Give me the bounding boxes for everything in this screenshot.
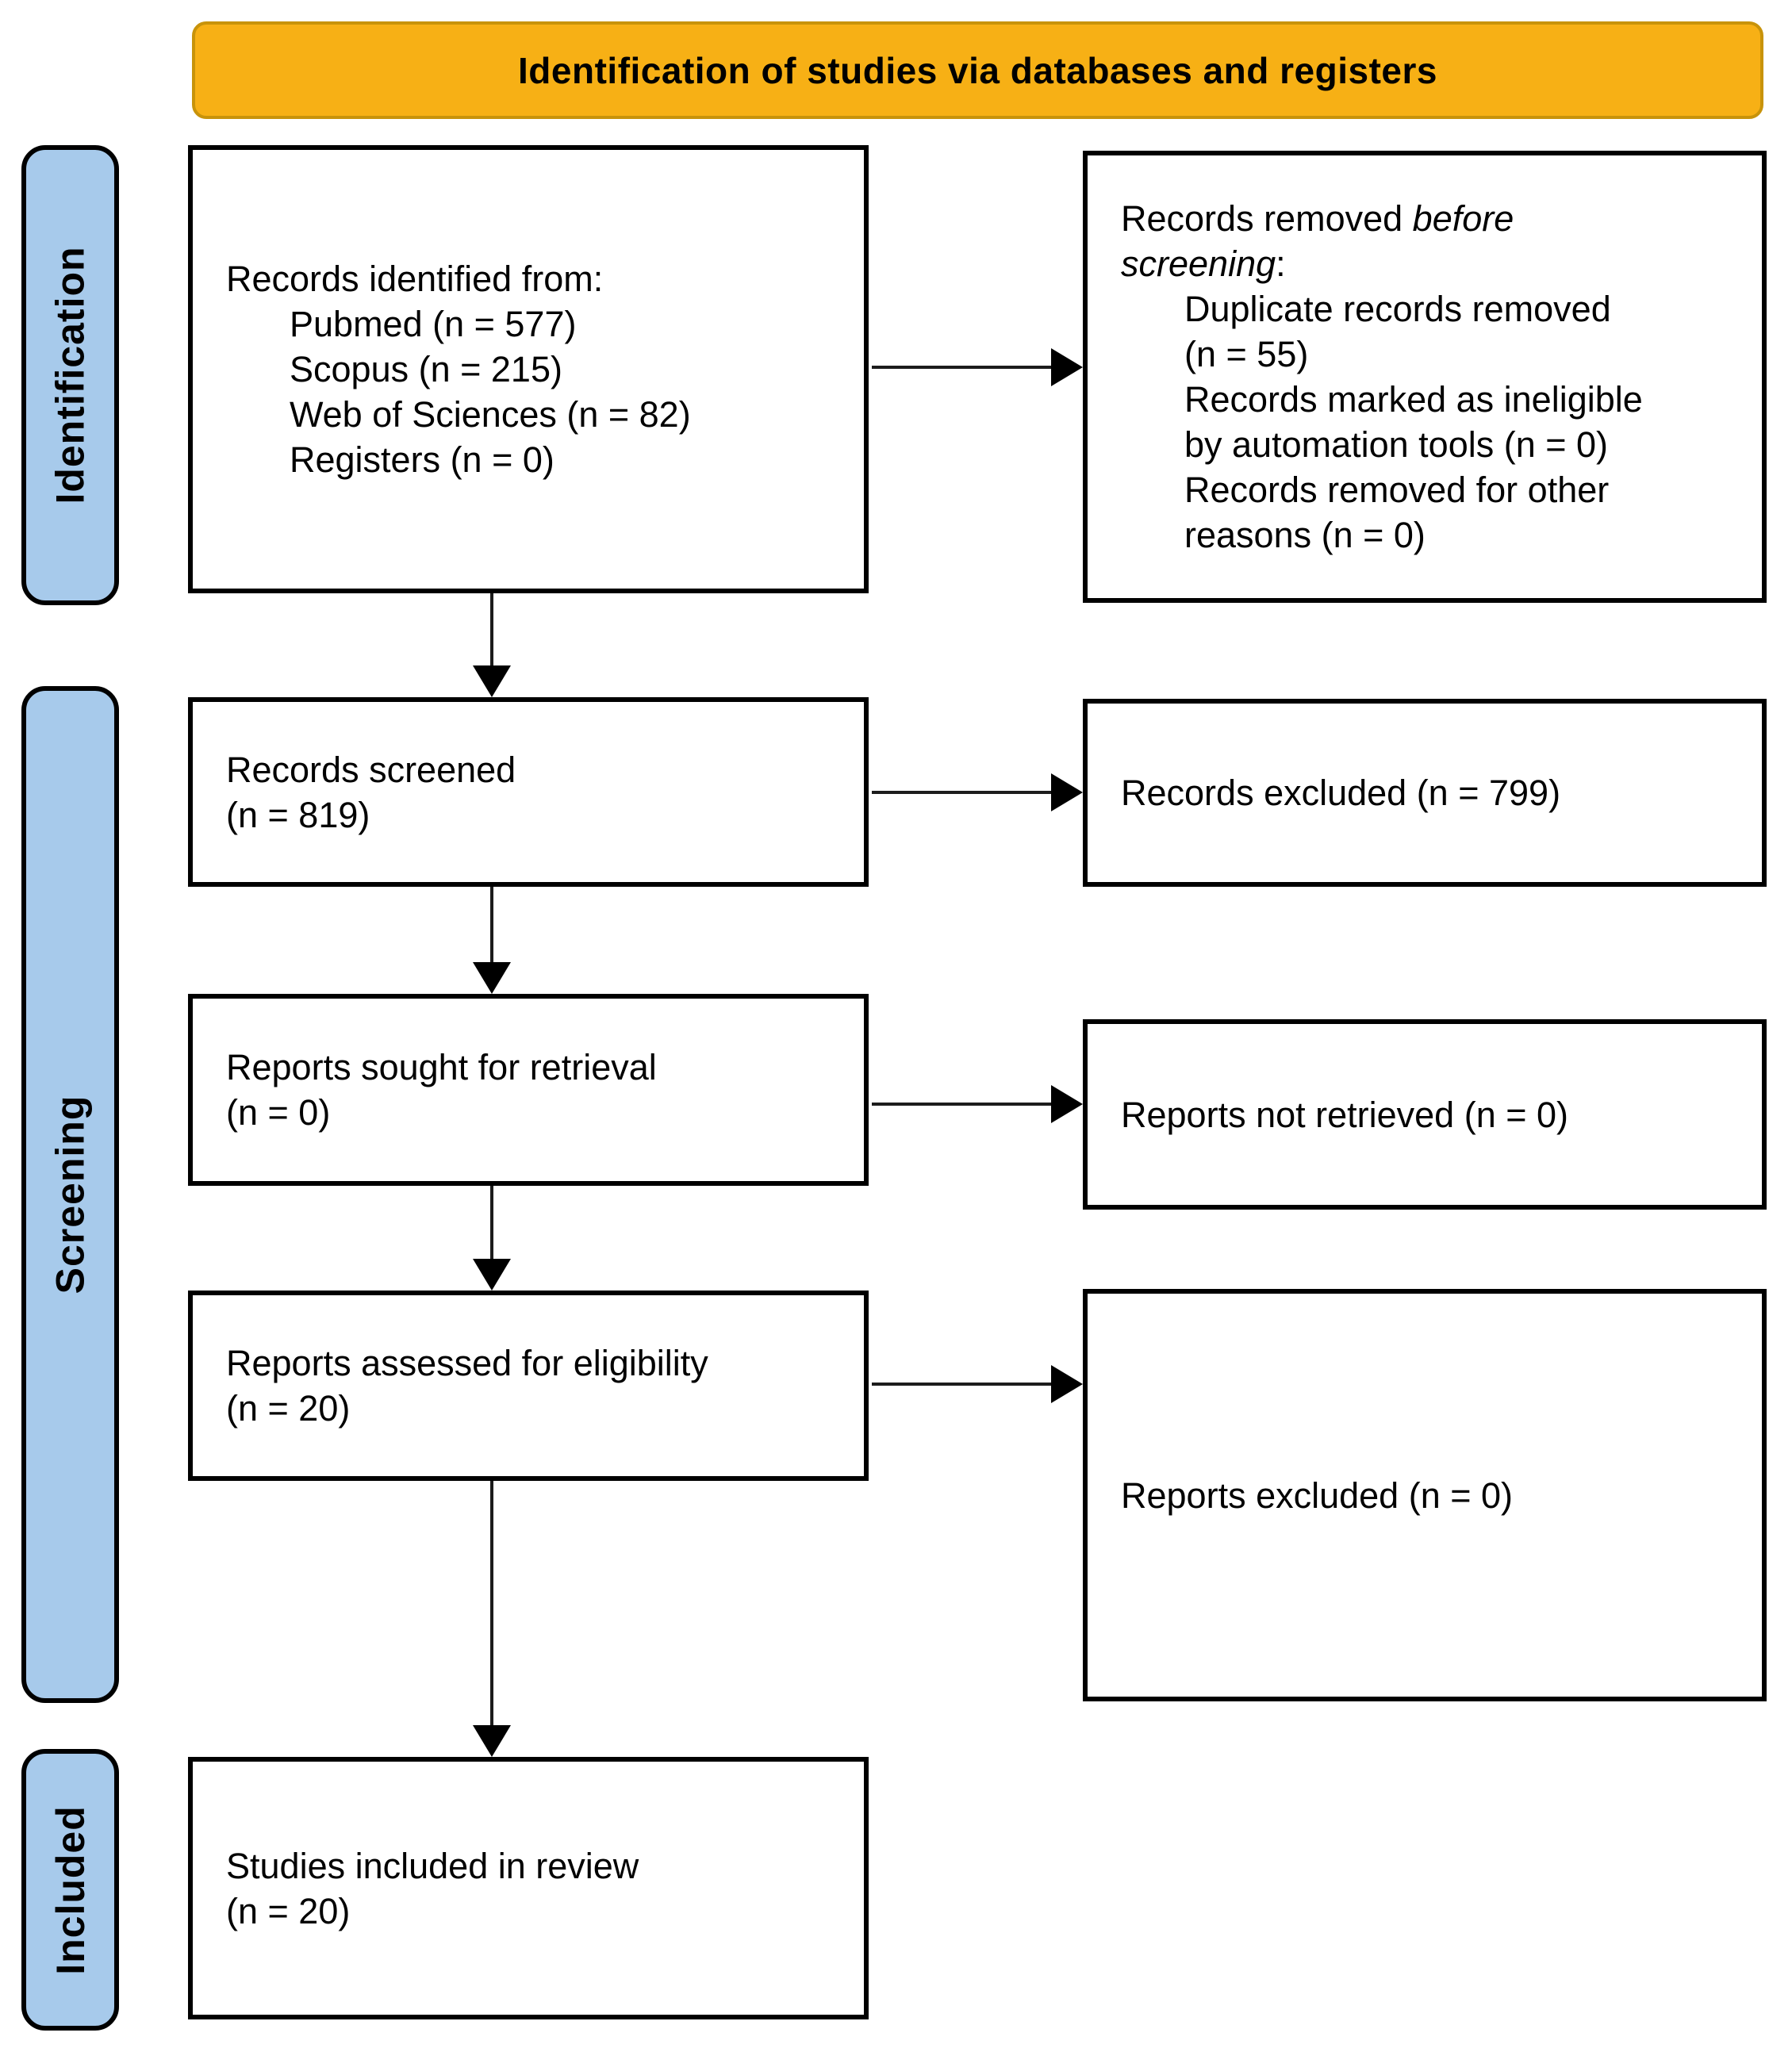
box-line: Reports sought for retrieval bbox=[226, 1047, 657, 1087]
title-normal-text: Records removed bbox=[1121, 198, 1403, 239]
arrow-shaft bbox=[872, 1383, 1056, 1386]
arrow-head bbox=[1051, 1085, 1083, 1123]
box-reports-sought: Reports sought for retrieval (n = 0) bbox=[188, 994, 869, 1186]
box-line: Registers (n = 0) bbox=[290, 439, 554, 480]
arrow-head bbox=[473, 962, 511, 994]
arrow-head bbox=[1051, 348, 1083, 386]
stage-label-included: Included bbox=[48, 1804, 93, 1975]
box-records-excluded: Records excluded (n = 799) bbox=[1083, 699, 1767, 887]
arrow-shaft bbox=[490, 887, 493, 967]
box-line: (n = 55) bbox=[1184, 334, 1309, 374]
box-line: by automation tools (n = 0) bbox=[1184, 424, 1609, 465]
title-italic-text: before bbox=[1412, 198, 1514, 239]
box-line: Records removed for other bbox=[1184, 470, 1610, 510]
box-records-removed: Records removed before screening: Duplic… bbox=[1083, 151, 1767, 603]
box-line: Pubmed (n = 577) bbox=[290, 304, 577, 344]
arrow-shaft bbox=[872, 366, 1056, 369]
arrow-head bbox=[473, 1259, 511, 1291]
box-line: (n = 819) bbox=[226, 794, 370, 835]
box-title: Records identified from: bbox=[226, 259, 604, 299]
stage-bar-identification: Identification bbox=[21, 145, 119, 605]
arrow-shaft bbox=[490, 593, 493, 670]
box-line: Scopus (n = 215) bbox=[290, 349, 562, 389]
box-line: Reports excluded (n = 0) bbox=[1121, 1475, 1514, 1516]
box-line: reasons (n = 0) bbox=[1184, 515, 1426, 555]
box-line: (n = 20) bbox=[226, 1890, 351, 1931]
arrow-shaft bbox=[872, 791, 1056, 794]
box-line: Duplicate records removed bbox=[1184, 289, 1611, 329]
box-line: (n = 20) bbox=[226, 1388, 351, 1429]
box-studies-included: Studies included in review (n = 20) bbox=[188, 1757, 869, 2019]
box-reports-assessed: Reports assessed for eligibility (n = 20… bbox=[188, 1291, 869, 1481]
stage-label-screening: Screening bbox=[48, 1095, 93, 1294]
stage-bar-screening: Screening bbox=[21, 686, 119, 1703]
box-reports-excluded: Reports excluded (n = 0) bbox=[1083, 1289, 1767, 1701]
box-reports-not-retrieved: Reports not retrieved (n = 0) bbox=[1083, 1019, 1767, 1210]
stage-bar-included: Included bbox=[21, 1749, 119, 2031]
box-line: Reports not retrieved (n = 0) bbox=[1121, 1094, 1569, 1135]
banner: Identification of studies via databases … bbox=[192, 21, 1763, 119]
arrow-head bbox=[1051, 1365, 1083, 1403]
box-line: Records screened bbox=[226, 749, 516, 790]
title-italic-text: screening bbox=[1121, 244, 1276, 284]
arrow-head bbox=[1051, 773, 1083, 811]
box-title: Records removed before bbox=[1121, 196, 1740, 241]
arrow-head bbox=[473, 1725, 511, 1757]
box-records-identified: Records identified from: Pubmed (n = 577… bbox=[188, 145, 869, 593]
arrow-shaft bbox=[490, 1186, 493, 1264]
arrow-shaft bbox=[490, 1481, 493, 1730]
box-line: (n = 0) bbox=[226, 1092, 331, 1133]
box-line: Records excluded (n = 799) bbox=[1121, 773, 1561, 813]
arrow-shaft bbox=[872, 1103, 1056, 1106]
box-line: Records marked as ineligible bbox=[1184, 379, 1643, 420]
stage-label-identification: Identification bbox=[48, 246, 93, 504]
box-line: Reports assessed for eligibility bbox=[226, 1343, 708, 1383]
box-records-screened: Records screened (n = 819) bbox=[188, 697, 869, 887]
box-line: Web of Sciences (n = 82) bbox=[290, 394, 691, 435]
box-line: Studies included in review bbox=[226, 1845, 639, 1886]
box-title: screening: bbox=[1121, 241, 1740, 286]
arrow-head bbox=[473, 665, 511, 697]
title-normal-text: : bbox=[1276, 244, 1286, 284]
banner-title: Identification of studies via databases … bbox=[518, 49, 1437, 91]
